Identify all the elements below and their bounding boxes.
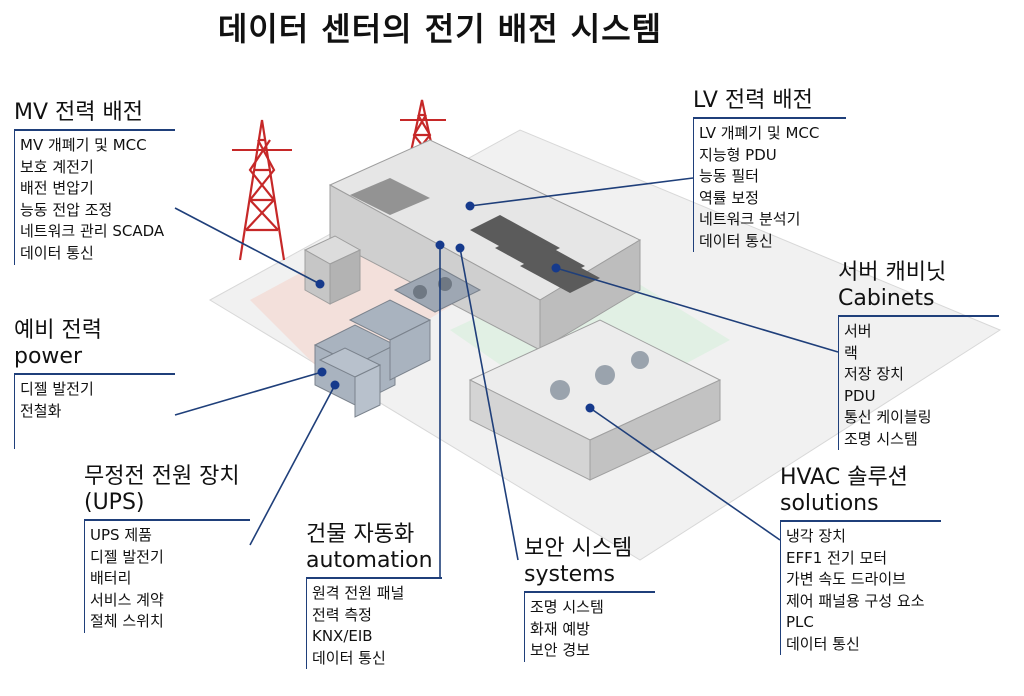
marker-lv	[465, 201, 475, 211]
section-security-systems: 보안 시스템 systems 조명 시스템 화재 예방 보안 경보	[524, 536, 656, 662]
page-title: 데이터 센터의 전기 배전 시스템	[217, 10, 663, 48]
list-item: 서비스 계약	[90, 590, 164, 609]
list-item: 원격 전원 패널	[312, 584, 405, 602]
list-item: EFF1 전기 모터	[786, 548, 888, 567]
marker-mv	[315, 279, 325, 289]
list-item: 제어 패널용 구성 요소	[786, 591, 925, 610]
list-item: PDU	[844, 386, 876, 405]
section-heading: 무정전 전원 장치	[84, 464, 240, 489]
list-item: 전철화	[20, 401, 62, 420]
list-item: 조명 시스템	[530, 598, 604, 616]
section-heading-en: systems	[524, 562, 615, 587]
list-item: UPS 제품	[90, 526, 152, 544]
section-server-cabinets: 서버 캐비닛 Cabinets 서버 랙 저장 장치 PDU 통신 케이블링 조…	[838, 260, 1000, 450]
list-item: 네트워크 관리 SCADA	[20, 222, 165, 240]
section-heading: HVAC 솔루션	[780, 465, 908, 490]
section-heading: 예비 전력	[14, 318, 102, 343]
list-item: 냉각 장치	[786, 527, 846, 545]
marker-security	[455, 243, 465, 253]
section-heading: MV 전력 배전	[14, 100, 143, 125]
list-item: 보안 경보	[530, 641, 590, 659]
list-item: KNX/EIB	[312, 627, 373, 645]
section-heading: 건물 자동화	[306, 522, 415, 547]
transmission-tower-left	[232, 119, 292, 261]
leader-backup	[174, 371, 323, 416]
marker-bms	[435, 240, 445, 250]
list-item: 배터리	[90, 569, 132, 587]
leader-hvac	[589, 407, 781, 541]
list-item: 데이터 통신	[312, 648, 386, 667]
list-item: 가변 속도 드라이브	[786, 570, 906, 588]
section-hvac-solutions: HVAC 솔루션 solutions 냉각 장치 EFF1 전기 모터 가변 속…	[780, 465, 941, 655]
list-item: 능동 전압 조정	[20, 200, 113, 219]
list-item: 데이터 통신	[786, 634, 860, 653]
marker-backup	[317, 367, 327, 377]
list-item: 저장 장치	[844, 365, 904, 383]
section-lv-distribution: LV 전력 배전 LV 개폐기 및 MCC 지능형 PDU 능동 필터 역률 보…	[693, 88, 847, 252]
list-item: MV 개폐기 및 MCC	[20, 136, 147, 154]
section-heading-en: solutions	[780, 491, 879, 516]
leader-cabinets	[555, 267, 839, 353]
leader-lv	[469, 177, 694, 207]
section-heading: 서버 캐비닛	[838, 260, 947, 285]
section-ups: 무정전 전원 장치 (UPS) UPS 제품 디젤 발전기 배터리 서비스 계약…	[84, 464, 250, 633]
leader-security	[459, 247, 519, 561]
marker-ups	[330, 380, 340, 390]
list-item: 랙	[844, 343, 858, 362]
list-item: 디젤 발전기	[20, 380, 94, 398]
list-item: 조명 시스템	[844, 429, 918, 448]
list-item: 지능형 PDU	[699, 145, 777, 164]
list-item: 통신 케이블링	[844, 408, 932, 426]
marker-cabinets	[551, 263, 561, 273]
leader-mv	[174, 207, 321, 285]
list-item: 네트워크 분석기	[699, 210, 801, 228]
marker-hvac	[585, 403, 595, 413]
list-item: 디젤 발전기	[90, 547, 164, 566]
list-item: 전력 측정	[312, 605, 372, 624]
section-heading-en: (UPS)	[84, 490, 145, 515]
list-item: 배전 변압기	[20, 179, 94, 197]
section-heading: LV 전력 배전	[693, 88, 813, 113]
section-heading-en: Cabinets	[838, 286, 935, 311]
leader-ups	[249, 384, 336, 546]
list-item: 절체 스위치	[90, 612, 164, 630]
list-item: 능동 필터	[699, 167, 759, 185]
section-backup-power: 예비 전력 power 디젤 발전기 전철화	[14, 318, 175, 449]
section-building-automation: 건물 자동화 automation 원격 전원 패널 전력 측정 KNX/EIB…	[306, 522, 442, 669]
list-item: 역률 보정	[699, 188, 759, 207]
list-item: LV 개폐기 및 MCC	[699, 124, 820, 142]
list-item: 데이터 통신	[699, 231, 773, 250]
section-heading-en: power	[14, 344, 82, 369]
list-item: PLC	[786, 613, 814, 631]
section-heading-en: automation	[306, 548, 433, 573]
list-item: 서버	[844, 322, 872, 340]
list-item: 데이터 통신	[20, 243, 94, 262]
section-heading: 보안 시스템	[524, 536, 633, 561]
list-item: 화재 예방	[530, 619, 590, 638]
section-mv-distribution: MV 전력 배전 MV 개폐기 및 MCC 보호 계전기 배전 변압기 능동 전…	[14, 100, 176, 265]
list-item: 보호 계전기	[20, 157, 94, 176]
